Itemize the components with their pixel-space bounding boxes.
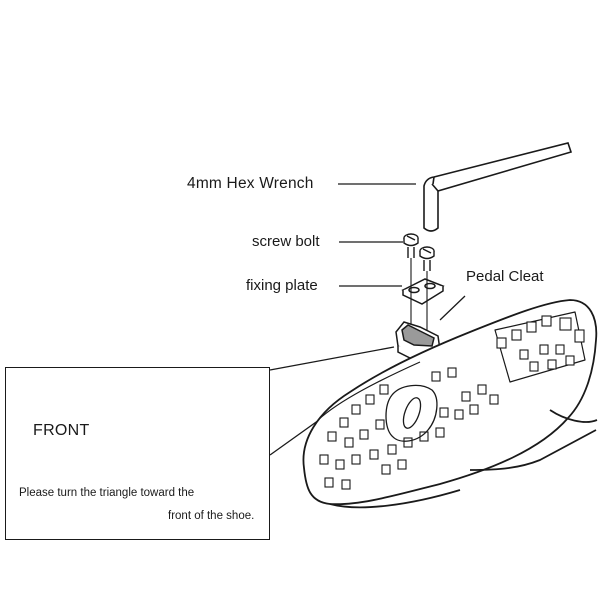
inset-leader-top <box>269 346 395 371</box>
hex-wrench-label: 4mm Hex Wrench <box>187 175 314 192</box>
fixing-plate <box>401 278 445 305</box>
front-label: FRONT <box>33 422 90 439</box>
instruction-line-1: Please turn the triangle toward the <box>19 487 195 499</box>
fixing-plate-label: fixing plate <box>246 277 318 294</box>
cleat-leader <box>439 295 466 321</box>
pedal-cleat-label: Pedal Cleat <box>466 268 544 285</box>
orientation-inset: FRONT Please turn the triangle toward th… <box>5 367 270 540</box>
screw-bolt-label: screw bolt <box>252 233 320 250</box>
cleat-on-sole <box>385 384 438 442</box>
screw-bolts <box>403 233 435 271</box>
hex-wrench <box>423 142 573 232</box>
instruction-line-2: front of the shoe. <box>168 510 255 522</box>
shoe-sole <box>302 299 598 509</box>
tread-pattern <box>319 315 585 490</box>
